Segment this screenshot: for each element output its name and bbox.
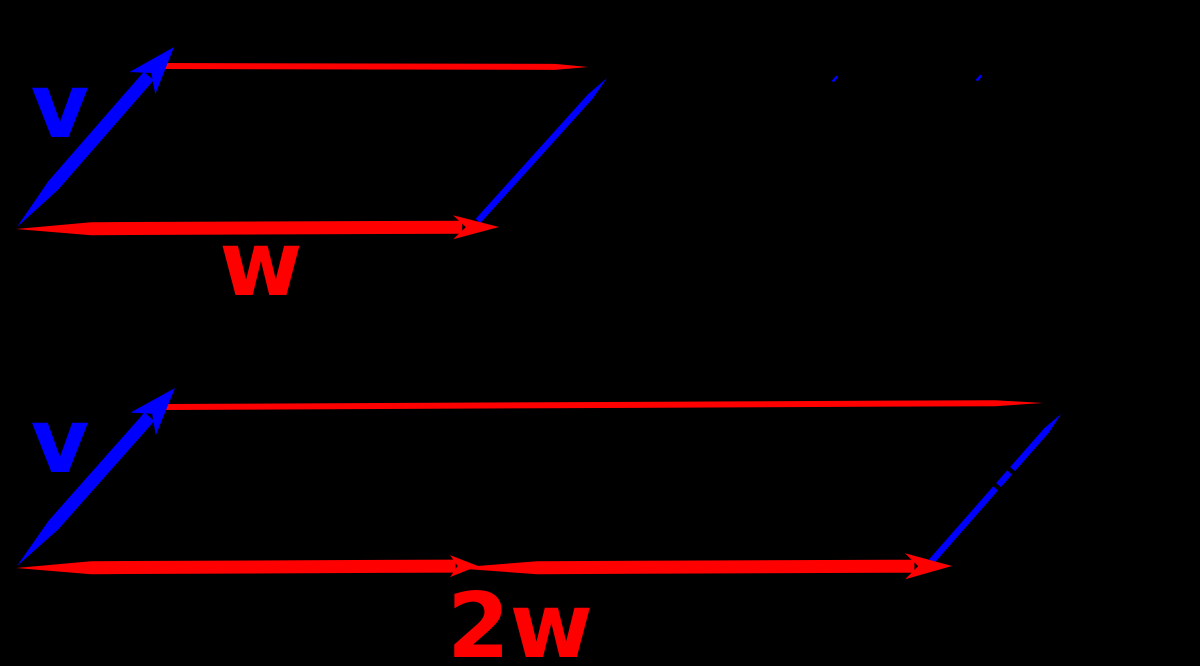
label-bottom-2w: 2w (447, 574, 593, 666)
arrow-shaft-top-w-vector (16, 220, 463, 236)
thin-line-bottom-translated-v-line (928, 414, 1061, 565)
arrow-head-bottom-2w-vector-part1 (450, 555, 478, 578)
arrow-shaft-top-v-vector (17, 71, 154, 227)
occlusion-blue-line-gap-2 (999, 460, 1017, 476)
arrow-shaft-bottom-2w-vector-part2 (452, 559, 915, 575)
arrow-shaft-bottom-v-vector (17, 412, 155, 566)
arrow-shaft-bottom-2w-vector-part1 (16, 559, 456, 575)
thin-line-bottom-translated-2w-line (164, 400, 1043, 410)
speck-blue-speck-1 (831, 75, 839, 83)
arrow-head-bottom-2w-vector-part2 (904, 553, 952, 580)
arrow-head-bottom-v-vector (130, 388, 175, 436)
arrow-head-top-w-vector (453, 215, 499, 240)
label-bottom-v: v (31, 389, 90, 494)
label-top-w: w (219, 212, 302, 317)
occlusion-blue-line-gap-1 (985, 476, 1003, 492)
arrow-head-top-v-vector (129, 47, 174, 95)
thin-line-top-translated-w-line (164, 63, 588, 70)
thin-line-top-translated-v-line (475, 78, 607, 224)
speck-blue-speck-2 (975, 74, 983, 82)
label-top-v: v (31, 54, 90, 159)
